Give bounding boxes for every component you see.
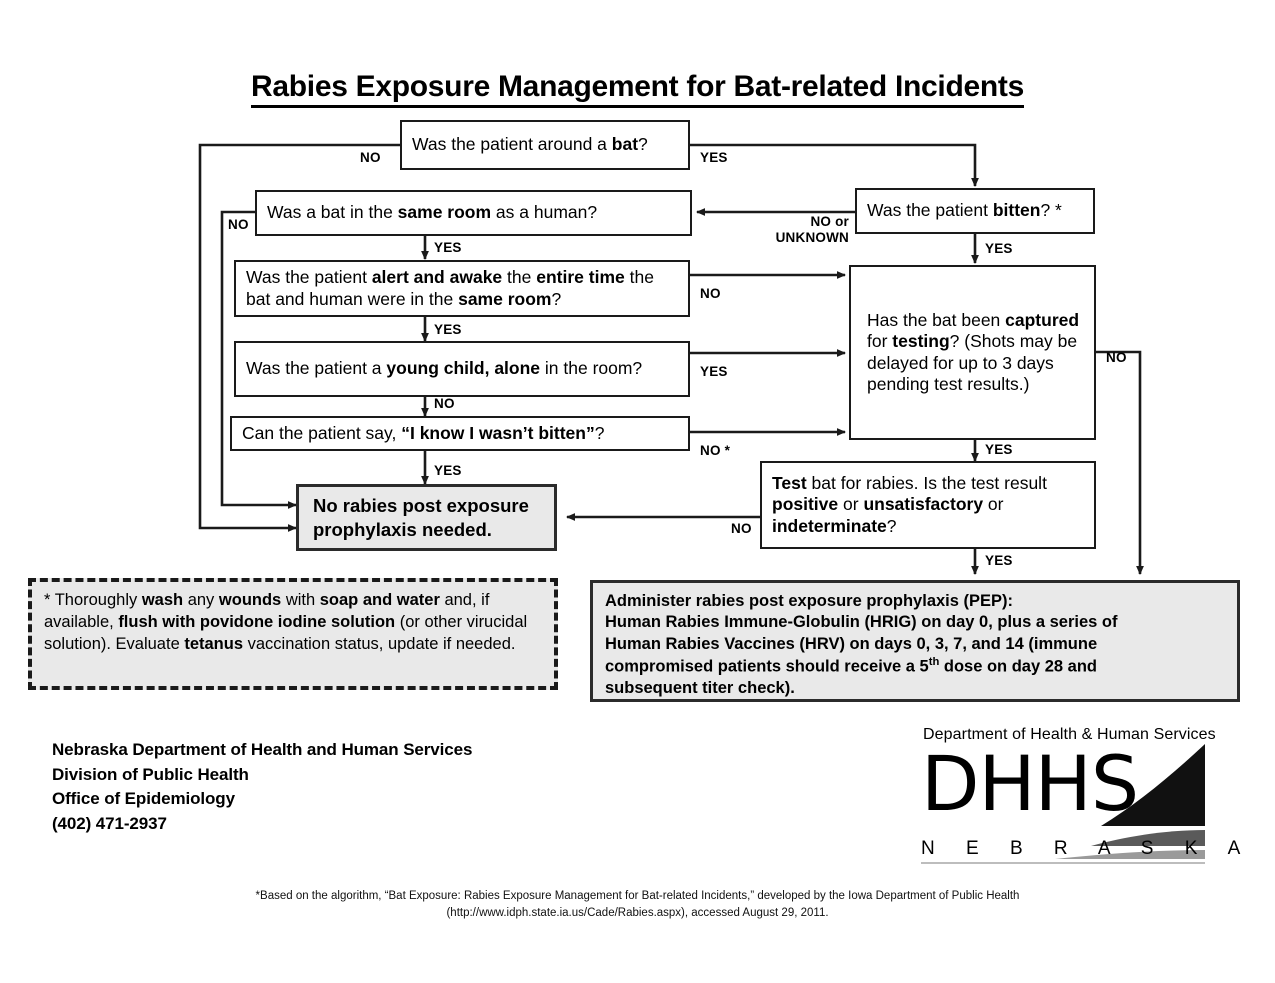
agency-line-1: Nebraska Department of Health and Human … xyxy=(52,740,473,759)
edge-label-bitten-no: NO or UNKNOWN xyxy=(775,214,849,245)
logo-wordmark: DHHS xyxy=(921,739,1139,828)
edge-label-test-no: NO xyxy=(731,521,752,536)
agency-block: Nebraska Department of Health and Human … xyxy=(52,738,472,837)
edge-label-bitten-yes: YES xyxy=(985,241,1013,256)
dhhs-logo: Department of Health & Human Services DH… xyxy=(905,726,1240,876)
pep-line-4-a: compromised patients should receive a 5 xyxy=(605,657,929,676)
edge-label-captured-yes: YES xyxy=(985,442,1013,457)
logo-state: N E B R A S K A xyxy=(921,838,1254,859)
node-text: No rabies post exposure prophylaxis need… xyxy=(313,494,529,540)
node-text: Has the bat been captured for testing? (… xyxy=(867,309,1080,394)
node-bat-in-same-room[interactable]: Was a bat in the same room as a human? xyxy=(255,190,692,236)
edge-label-cansay-yes: YES xyxy=(434,463,462,478)
node-no-pep-needed[interactable]: No rabies post exposure prophylaxis need… xyxy=(296,484,557,551)
pep-line-4-b: dose on day 28 and xyxy=(939,657,1098,676)
pep-line-2: Human Rabies Immune-Globulin (HRIG) on d… xyxy=(605,613,1118,632)
edge-label-q1-no: NO xyxy=(360,150,381,165)
node-text: Can the patient say, “I know I wasn’t bi… xyxy=(242,422,605,443)
agency-line-3: Office of Epidemiology xyxy=(52,789,235,809)
node-administer-pep[interactable]: Administer rabies post exposure prophyla… xyxy=(590,580,1240,702)
node-text: Was the patient alert and awake the enti… xyxy=(246,267,654,309)
edge-label-q1-yes: YES xyxy=(700,150,728,165)
node-text: Was the patient bitten? * xyxy=(867,200,1062,221)
node-young-child-alone[interactable]: Was the patient a young child, alone in … xyxy=(234,341,690,397)
node-text: Was the patient around a bat? xyxy=(412,134,648,155)
edge-label-captured-no: NO xyxy=(1106,350,1127,365)
edge-label-sameroom-yes: YES xyxy=(434,240,462,255)
footnote-text: * Thoroughly wash any wounds with soap a… xyxy=(44,591,528,653)
page-title: Rabies Exposure Management for Bat-relat… xyxy=(0,70,1275,108)
edge-label-alert-yes: YES xyxy=(434,322,462,337)
node-was-patient-bitten[interactable]: Was the patient bitten? * xyxy=(855,188,1095,234)
edge-captured-no xyxy=(1096,350,1144,575)
pep-line-3: Human Rabies Vaccines (HRV) on days 0, 3… xyxy=(605,634,1098,653)
node-alert-and-awake[interactable]: Was the patient alert and awake the enti… xyxy=(234,260,690,317)
node-text: Was a bat in the same room as a human? xyxy=(267,202,598,223)
swoosh-graphic xyxy=(921,744,1205,864)
edge-q1-yes xyxy=(690,143,979,187)
logo-tagline: Department of Health & Human Services xyxy=(923,726,1216,743)
node-can-patient-say[interactable]: Can the patient say, “I know I wasn’t bi… xyxy=(230,416,690,451)
edge-label-child-yes: YES xyxy=(700,364,728,379)
page-title-text: Rabies Exposure Management for Bat-relat… xyxy=(251,70,1024,108)
pep-line-4: compromised patients should receive a 5t… xyxy=(605,655,1227,678)
node-text: Test bat for rabies. Is the test result … xyxy=(772,472,1047,536)
node-bat-captured-for-testing[interactable]: Has the bat been captured for testing? (… xyxy=(849,265,1096,440)
edge-label-child-no: NO xyxy=(434,396,455,411)
pep-line-1: Administer rabies post exposure prophyla… xyxy=(605,592,1014,610)
source-citation: *Based on the algorithm, “Bat Exposure: … xyxy=(120,888,1155,923)
pep-line-5: subsequent titer check). xyxy=(605,679,795,698)
edge-label-test-yes: YES xyxy=(985,553,1013,568)
agency-line-2: Division of Public Health xyxy=(52,764,249,784)
node-test-bat-for-rabies[interactable]: Test bat for rabies. Is the test result … xyxy=(760,461,1096,549)
footnote-box: * Thoroughly wash any wounds with soap a… xyxy=(28,578,558,690)
agency-phone: (402) 471-2937 xyxy=(52,813,167,833)
node-text: Was the patient a young child, alone in … xyxy=(246,358,643,379)
citation-line-2: (http://www.idph.state.ia.us/Cade/Rabies… xyxy=(446,907,829,920)
edge-label-sameroom-no: NO xyxy=(228,217,249,232)
node-was-patient-around-bat[interactable]: Was the patient around a bat? xyxy=(400,120,690,170)
edge-label-cansay-no: NO * xyxy=(700,443,731,458)
pep-ordinal-suffix: th xyxy=(928,656,940,669)
edge-label-alert-no: NO xyxy=(700,286,721,301)
citation-line-1: *Based on the algorithm, “Bat Exposure: … xyxy=(255,890,1020,902)
